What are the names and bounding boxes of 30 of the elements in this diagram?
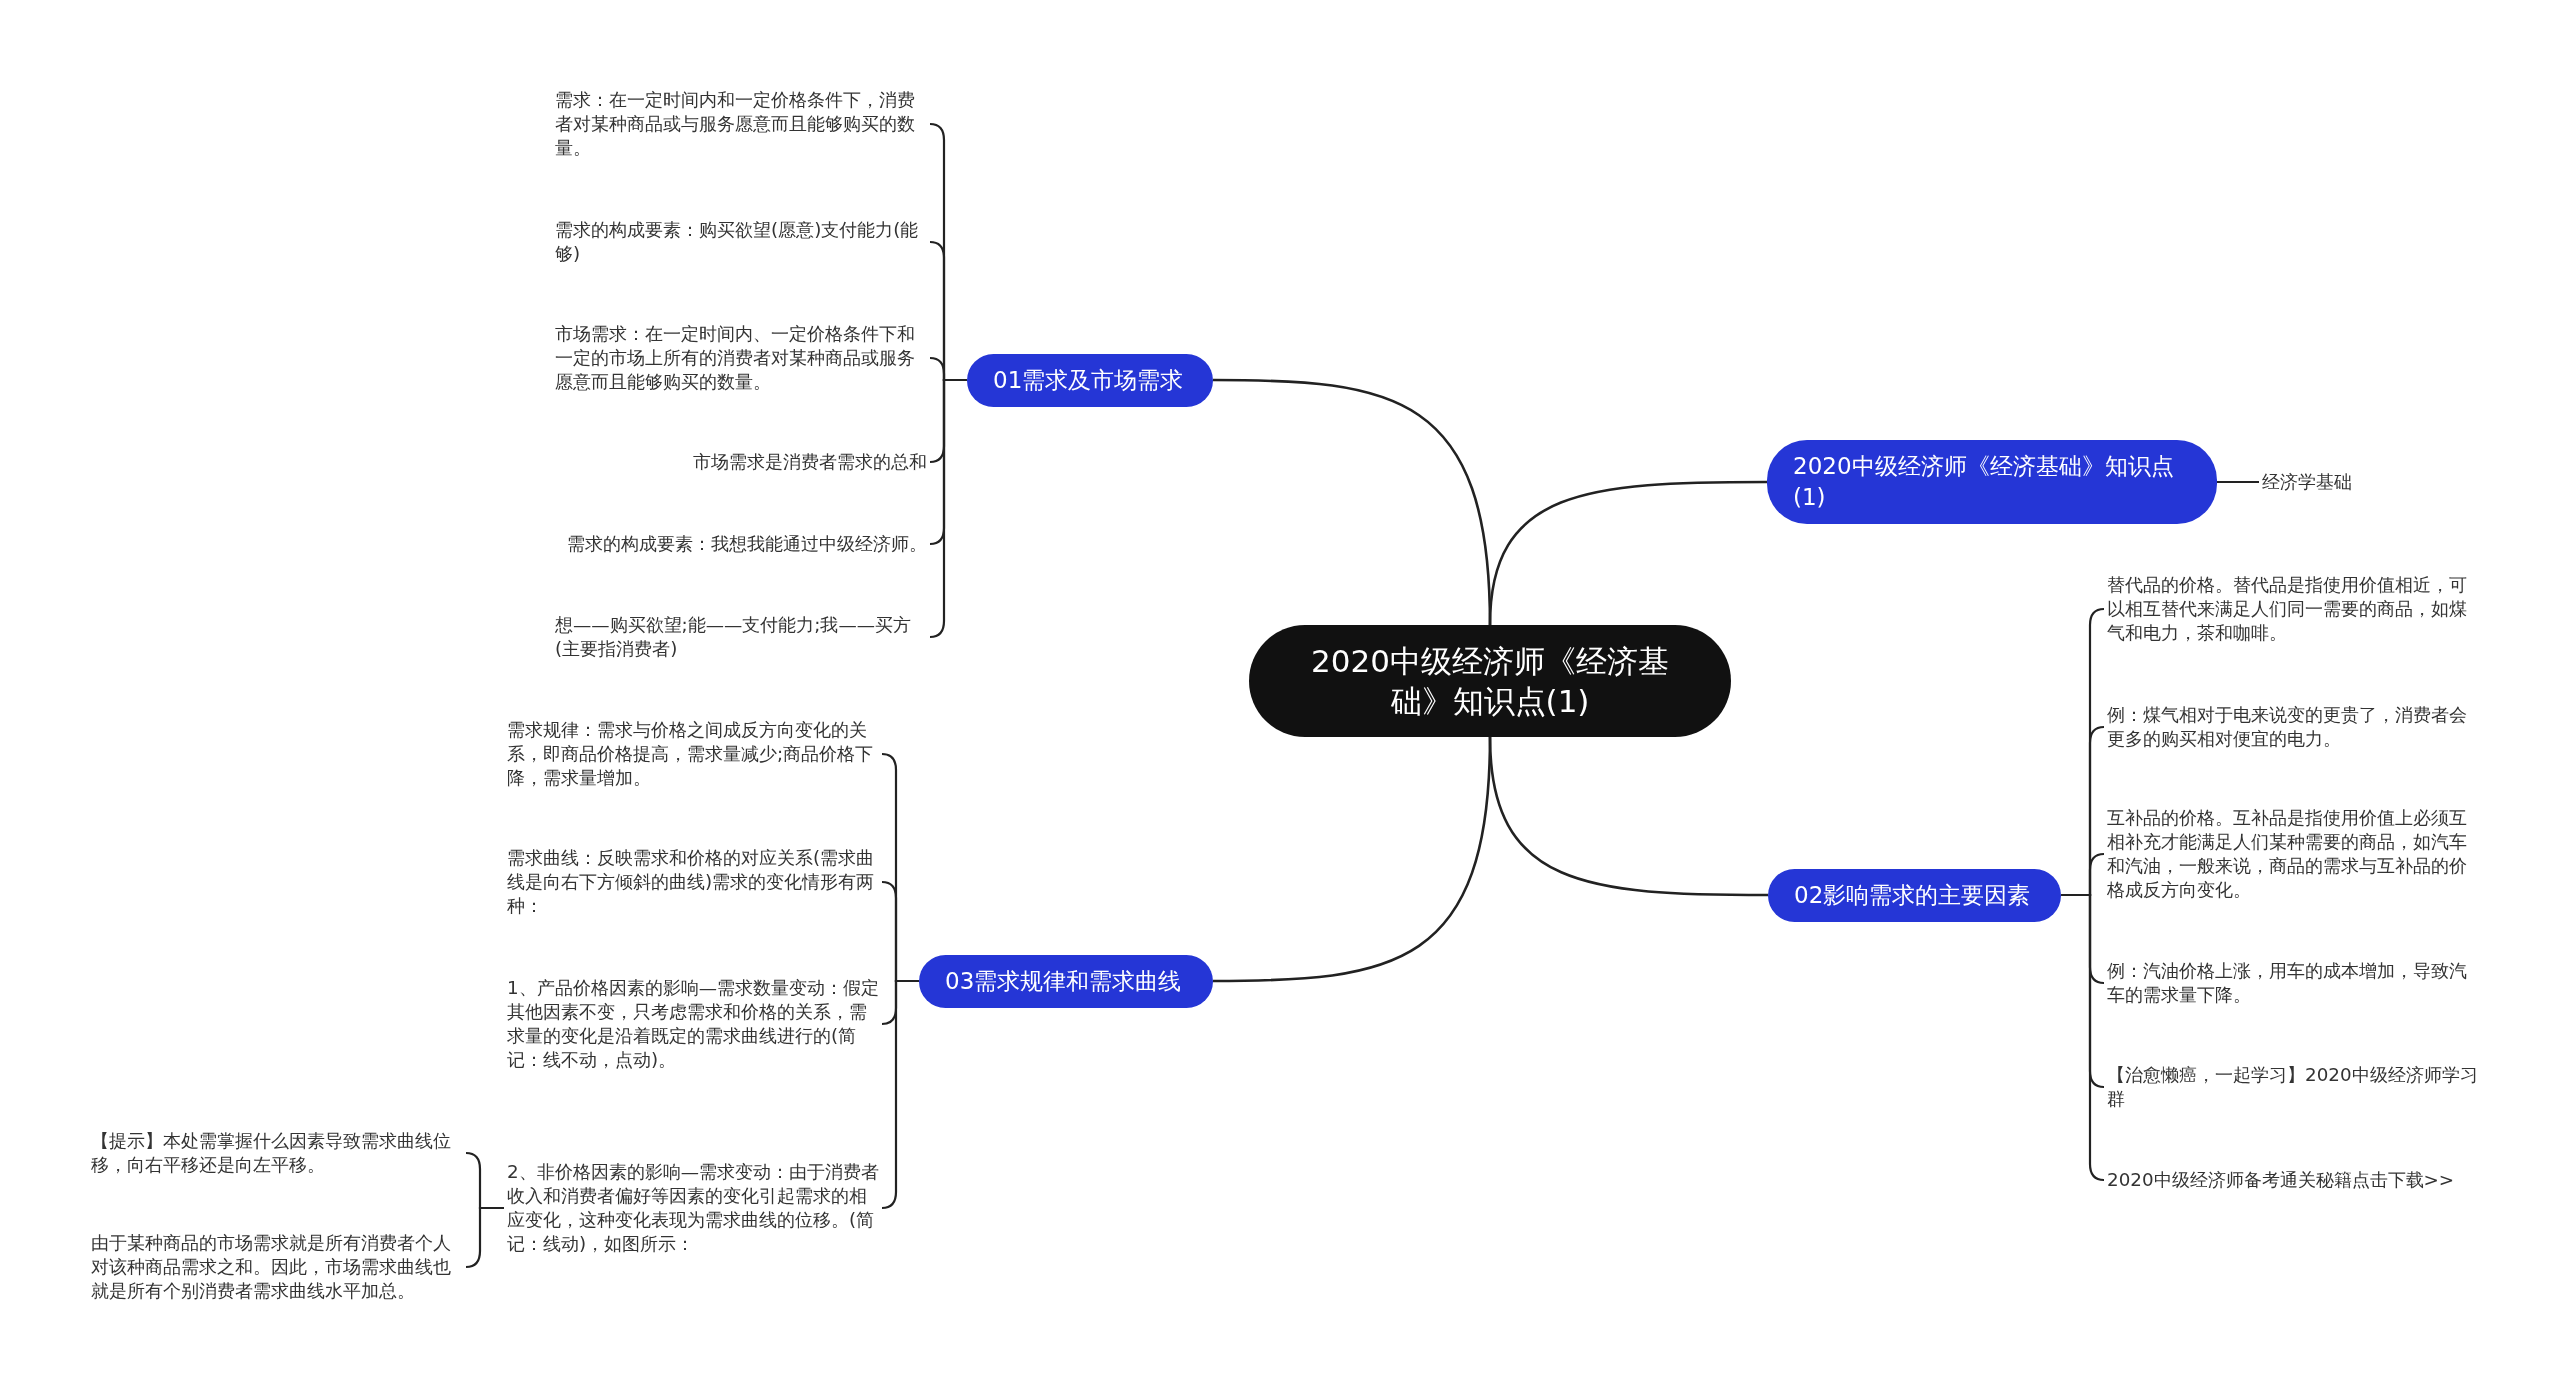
connector-line bbox=[465, 1206, 504, 1269]
connector-line bbox=[1488, 480, 1767, 626]
note-text: 需求的构成要素：购买欲望(愿意)支付能力(能够) bbox=[552, 218, 930, 266]
note-text: 需求规律：需求与价格之间成反方向变化的关系，即商品价格提高，需求量减少;商品价格下降，需求量增加。 bbox=[504, 718, 882, 790]
note-text: 需求的构成要素：我想我能通过中级经济师。 bbox=[564, 532, 930, 556]
central-topic: 2020中级经济师《经济基础》知识点(1) bbox=[1249, 625, 1731, 737]
connector-line bbox=[1488, 736, 1768, 897]
note-text: 由于某种商品的市场需求就是所有消费者个人对该种商品需求之和。因此，市场需求曲线也就是所有个别消费者需求曲线水平加总。 bbox=[88, 1231, 466, 1303]
topic-pill: 2020中级经济师《经济基础》知识点(1) bbox=[1767, 440, 2217, 524]
topic-pill: 02影响需求的主要因素 bbox=[1768, 868, 2061, 922]
note-text: 市场需求：在一定时间内、一定价格条件下和一定的市场上所有的消费者对某种商品或服务愿意而且能够购买的数量。 bbox=[552, 322, 930, 394]
connector-line bbox=[929, 378, 967, 639]
connector-line bbox=[2217, 480, 2259, 484]
note-text: 例：汽油价格上涨，用车的成本增加，导致汽车的需求量下降。 bbox=[2104, 959, 2482, 1007]
note-text: 互补品的价格。互补品是指使用价值上必须互相补充才能满足人们某种需要的商品，如汽车和汽油，一般来说，商品的需求与互补品的价格成反方向变化。 bbox=[2104, 806, 2482, 902]
note-text: 2020中级经济师备考通关秘籍点击下载>> bbox=[2104, 1168, 2458, 1192]
note-text: 2、非价格因素的影响—需求变动：由于消费者收入和消费者偏好等因素的变化引起需求的相应变化，这种变化表现为需求曲线的位移。(简记：线动)，如图所示： bbox=[504, 1160, 882, 1256]
note-text: 需求：在一定时间内和一定价格条件下，消费者对某种商品或与服务愿意而且能够购买的数量。 bbox=[552, 88, 930, 160]
connector-line bbox=[2061, 893, 2105, 1182]
note-text: 【提示】本处需掌握什么因素导致需求曲线位移，向右平移还是向左平移。 bbox=[88, 1129, 466, 1177]
topic-pill: 03需求规律和需求曲线 bbox=[919, 954, 1213, 1008]
note-text: 【治愈懒癌，一起学习】2020中级经济师学习群 bbox=[2104, 1063, 2482, 1111]
note-text: 例：煤气相对于电来说变的更贵了，消费者会更多的购买相对便宜的电力。 bbox=[2104, 703, 2482, 751]
note-text: 想——购买欲望;能——支付能力;我——买方(主要指消费者) bbox=[552, 613, 930, 661]
note-text: 需求曲线：反映需求和价格的对应关系(需求曲线是向右下方倾斜的曲线)需求的变化情形有两种： bbox=[504, 846, 882, 918]
note-text: 经济学基础 bbox=[2259, 470, 2355, 494]
note-text: 市场需求是消费者需求的总和 bbox=[690, 450, 930, 474]
note-text: 1、产品价格因素的影响—需求数量变动：假定其他因素不变，只考虑需求和价格的关系，需求量的变化是沿着既定的需求曲线进行的(简记：线不动，点动)。 bbox=[504, 976, 882, 1072]
note-text: 替代品的价格。替代品是指使用价值相近，可以相互替代来满足人们同一需要的商品，如煤气和电力，茶和咖啡。 bbox=[2104, 573, 2482, 645]
topic-pill: 01需求及市场需求 bbox=[967, 353, 1213, 407]
